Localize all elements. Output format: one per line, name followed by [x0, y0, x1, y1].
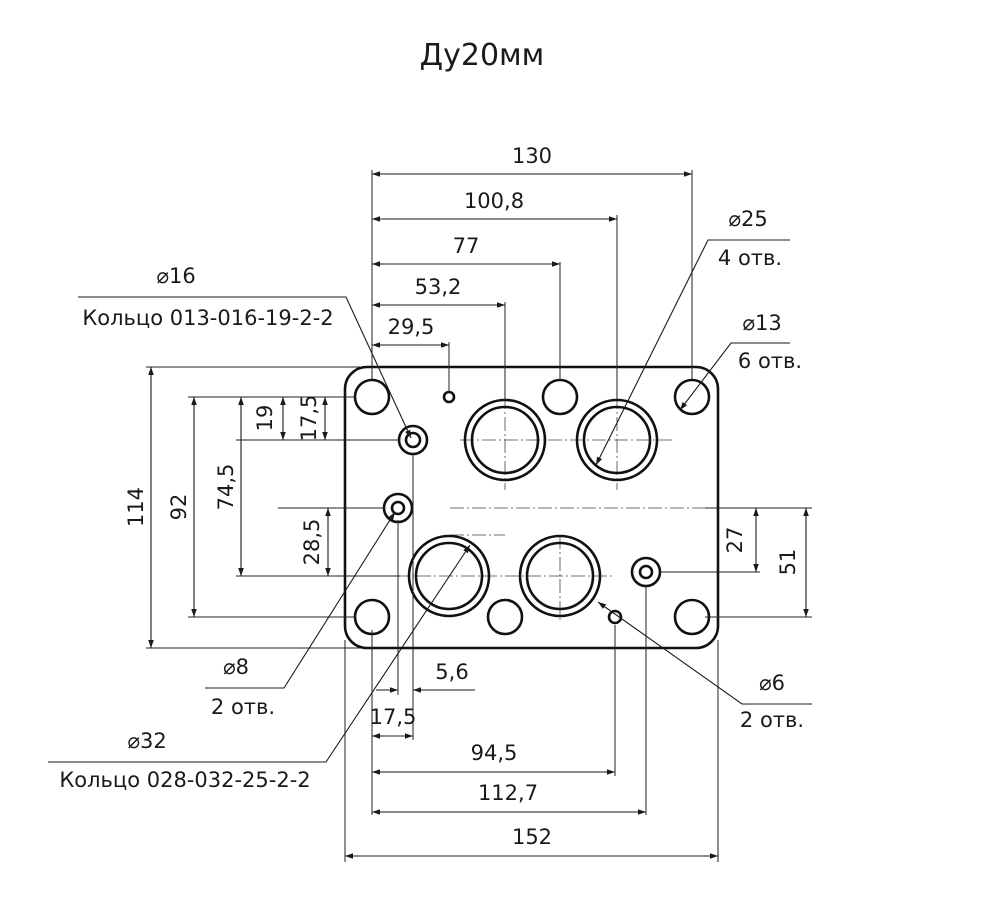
callout-d32-diameter: ⌀32: [127, 729, 166, 753]
port-d25-top-left-inner: [470, 405, 540, 475]
hole-d8-left-outer: [382, 492, 414, 524]
dim-94-5: 94,5: [471, 741, 518, 765]
callout-d16-diameter: ⌀16: [156, 264, 195, 288]
dim-29-5: 29,5: [388, 315, 435, 339]
hole-d6: [607, 609, 623, 625]
callouts: ⌀16 Кольцо 013-016-19-2-2 ⌀25 4 отв. ⌀13…: [48, 207, 812, 792]
dim-53-2: 53,2: [415, 275, 462, 299]
dim-77: 77: [453, 234, 480, 258]
hole-d13-top-left: [353, 378, 391, 416]
dim-27: 27: [723, 527, 747, 554]
callout-d13-note: 6 отв.: [738, 349, 802, 373]
hole-d13-bottom-right: [673, 598, 711, 636]
callout-d6-diameter: ⌀6: [759, 671, 785, 695]
dim-5-6: 5,6: [435, 660, 468, 684]
top-dimensions: 130 100,8 77 53,2 29,5: [371, 144, 693, 400]
dim-19: 19: [253, 405, 277, 432]
dim-100-8: 100,8: [464, 189, 524, 213]
dim-17-5-left: 17,5: [297, 395, 321, 442]
dim-74-5: 74,5: [214, 464, 238, 511]
hole-small-top: [442, 390, 456, 404]
port-d25-top-right-inner: [582, 405, 652, 475]
dim-130: 130: [512, 144, 552, 168]
callout-d16-note: Кольцо 013-016-19-2-2: [82, 306, 333, 330]
hole-d8-right-inner: [638, 564, 654, 580]
port-d25-bottom-left-outer: [407, 534, 491, 618]
drawing-title: Ду20мм: [420, 38, 545, 73]
callout-d8-diameter: ⌀8: [223, 655, 249, 679]
hole-d13-bottom-left: [353, 598, 391, 636]
dim-17-5-bottom: 17,5: [370, 705, 417, 729]
holes: [353, 378, 711, 636]
dim-28-5: 28,5: [300, 519, 324, 566]
hole-d16-inner: [404, 431, 422, 449]
port-d25-bottom-right-inner: [525, 541, 595, 611]
port-d25-bottom-right-outer: [518, 534, 602, 618]
hole-d8-left-inner: [390, 500, 406, 516]
callout-d25-diameter: ⌀25: [728, 207, 767, 231]
dim-114: 114: [124, 487, 148, 527]
hole-d16-outer: [397, 424, 429, 456]
left-dimensions: 114 92 74,5 19 17,5 28,5: [124, 366, 400, 649]
callout-d6-note: 2 отв.: [740, 708, 804, 732]
callout-d13-diameter: ⌀13: [742, 311, 781, 335]
hole-d13-top-right: [673, 378, 711, 416]
port-d25-bottom-left-inner: [414, 541, 484, 611]
hole-d13-bottom-middle: [486, 598, 524, 636]
callout-d32-note: Кольцо 028-032-25-2-2: [59, 768, 310, 792]
hole-d8-right-outer: [630, 556, 662, 588]
dim-92: 92: [167, 494, 191, 521]
callout-d25-note: 4 отв.: [718, 246, 782, 270]
dim-152: 152: [512, 825, 552, 849]
dim-112-7: 112,7: [478, 781, 538, 805]
dim-51: 51: [776, 549, 800, 576]
center-lines: [395, 395, 720, 620]
hole-d13-top-middle: [541, 378, 579, 416]
right-dimensions: 27 51: [660, 507, 812, 618]
callout-d8-note: 2 отв.: [211, 695, 275, 719]
bottom-dimensions: 5,6 17,5 94,5 112,7 152: [344, 455, 719, 862]
